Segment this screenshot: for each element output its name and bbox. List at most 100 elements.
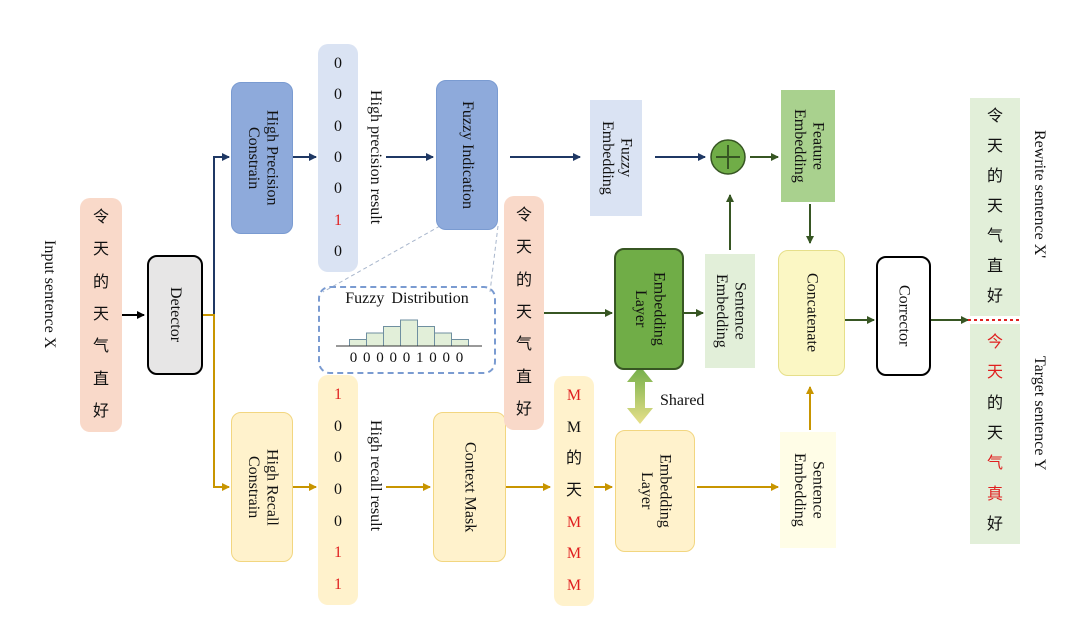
precision-vector-item: 0	[334, 117, 342, 135]
detector-label: Detector	[167, 287, 185, 343]
fuzzy-distribution-box: Fuzzy Distribution 0 0 0 0 0 1 0 0 0	[318, 286, 496, 374]
masked-chars-item: M	[566, 545, 582, 563]
high-precision-constrain-label: High Precision Constrain	[245, 110, 281, 206]
precision-vector-item: 0	[334, 243, 342, 261]
middle-chars-item: 气	[515, 336, 532, 354]
high-recall-constrain-label: High Recall Constrain	[245, 448, 281, 526]
target-sentence-box: 今天的天气真好	[970, 324, 1020, 544]
histogram-bar	[434, 332, 452, 347]
middle-chars-item: 直	[515, 368, 532, 386]
rewrite-chars-item: 的	[986, 168, 1003, 185]
arrow-detector-recall	[203, 314, 230, 491]
middle-chars-item: 令	[515, 207, 532, 225]
shared-label: Shared	[660, 392, 705, 409]
corrector-label: Corrector	[895, 285, 913, 347]
masked-chars-item: 天	[565, 481, 582, 499]
input-chars-item: 令	[92, 209, 109, 227]
precision-vector-item: 0	[334, 86, 342, 104]
target-sentence-label: Target sentence Y	[1031, 356, 1048, 471]
fuzzy-embedding-label: Fuzzy Embedding	[599, 121, 635, 195]
recall-result-label: High recall result	[367, 420, 384, 532]
rewrite-chars-item: 令	[986, 108, 1003, 125]
concatenate-label: Concatenate	[803, 273, 821, 353]
middle-chars-item: 的	[515, 271, 532, 289]
recall-vector-item: 0	[334, 512, 342, 530]
input-chars-item: 的	[92, 273, 109, 291]
recall-vector-item: 1	[334, 544, 342, 562]
input-chars-item: 天	[92, 305, 109, 323]
target-chars-item: 今	[986, 334, 1003, 352]
recall-vector-item: 0	[334, 449, 342, 467]
embedding-layer-bottom-box: Embedding Layer	[615, 430, 695, 552]
recall-vector-item: 0	[334, 480, 342, 498]
recall-vector-box: 1 0 0 0 0 1 1	[318, 375, 358, 605]
input-chars-item: 直	[92, 370, 109, 388]
middle-chars-item: 天	[515, 303, 532, 321]
rewrite-chars-item: 天	[986, 198, 1003, 215]
target-chars-item: 的	[986, 394, 1003, 412]
histogram-bar	[349, 339, 367, 347]
fuzzy-distribution-histogram	[336, 319, 482, 347]
recall-vector-item: 1	[334, 576, 342, 594]
input-chars-item: 好	[92, 402, 109, 420]
middle-chars-item: 好	[515, 400, 532, 418]
input-chars-item: 气	[92, 338, 109, 356]
histogram-bar	[400, 319, 418, 347]
target-chars-item: 天	[986, 424, 1003, 442]
target-chars-item: 气	[986, 455, 1003, 473]
shared-double-arrow-icon	[627, 366, 653, 424]
rewrite-chars-item: 天	[986, 138, 1003, 155]
precision-vector-item: 0	[334, 180, 342, 198]
masked-chars-item: M	[566, 386, 582, 404]
middle-chars-item: 天	[515, 239, 532, 257]
fuzzy-guide-left	[322, 225, 441, 293]
plus-icon	[710, 139, 746, 175]
high-precision-constrain-box: High Precision Constrain	[231, 82, 293, 234]
histogram-bar	[383, 326, 401, 347]
context-mask-label: Context Mask	[461, 441, 479, 533]
rewrite-sentence-box: 令天的天气直好	[970, 98, 1020, 316]
masked-chars-item: M	[566, 513, 582, 531]
arrow-detector-precision	[203, 153, 230, 316]
fuzzy-indication-box: Fuzzy Indication	[436, 80, 498, 230]
precision-vector-item: 1	[334, 211, 342, 229]
feature-embedding-label: Feature Embedding	[791, 109, 827, 183]
precision-result-label: High precision result	[367, 90, 384, 225]
sentence-embedding-bottom-label: Sentence Embedding	[791, 453, 827, 527]
high-recall-constrain-box: High Recall Constrain	[231, 412, 293, 562]
fuzzy-guide-right	[489, 225, 499, 293]
fuzzy-distribution-values: 0 0 0 0 0 1 0 0 0	[349, 350, 465, 366]
input-sentence-label: Input sentence X	[41, 240, 58, 349]
histogram-bar	[417, 326, 435, 347]
context-mask-box: Context Mask	[433, 412, 506, 562]
embedding-layer-top-box: Embedding Layer	[614, 248, 684, 370]
input-chars-item: 天	[92, 241, 109, 259]
recall-vector-item: 0	[334, 417, 342, 435]
masked-chars-item: 的	[565, 450, 582, 468]
middle-sentence-box: 令天的天气直好	[504, 196, 544, 430]
masked-chars-item: M	[566, 577, 582, 595]
rewrite-sentence-label: Rewrite sentence X'	[1031, 130, 1048, 259]
sentence-embedding-top-label: Sentence Embedding	[713, 274, 749, 348]
fuzzy-embedding-box: Fuzzy Embedding	[590, 100, 642, 216]
precision-vector-item: 0	[334, 54, 342, 72]
embedding-layer-bottom-label: Embedding Layer	[638, 454, 674, 528]
detector-box: Detector	[147, 255, 203, 375]
recall-vector-item: 1	[334, 385, 342, 403]
target-chars-item: 真	[986, 485, 1003, 503]
target-chars-item: 天	[986, 364, 1003, 382]
sentence-embedding-top-box: Sentence Embedding	[705, 254, 755, 368]
histogram-bar	[366, 332, 384, 347]
target-chars-item: 好	[986, 515, 1003, 533]
fuzzy-indication-label: Fuzzy Indication	[459, 101, 477, 209]
masked-chars-item: M	[566, 418, 582, 436]
rewrite-chars-item: 气	[986, 228, 1003, 245]
feature-embedding-box: Feature Embedding	[781, 90, 835, 202]
histogram-bar	[451, 339, 469, 347]
rewrite-chars-item: 好	[986, 288, 1003, 305]
embedding-layer-top-label: Embedding Layer	[632, 272, 668, 346]
